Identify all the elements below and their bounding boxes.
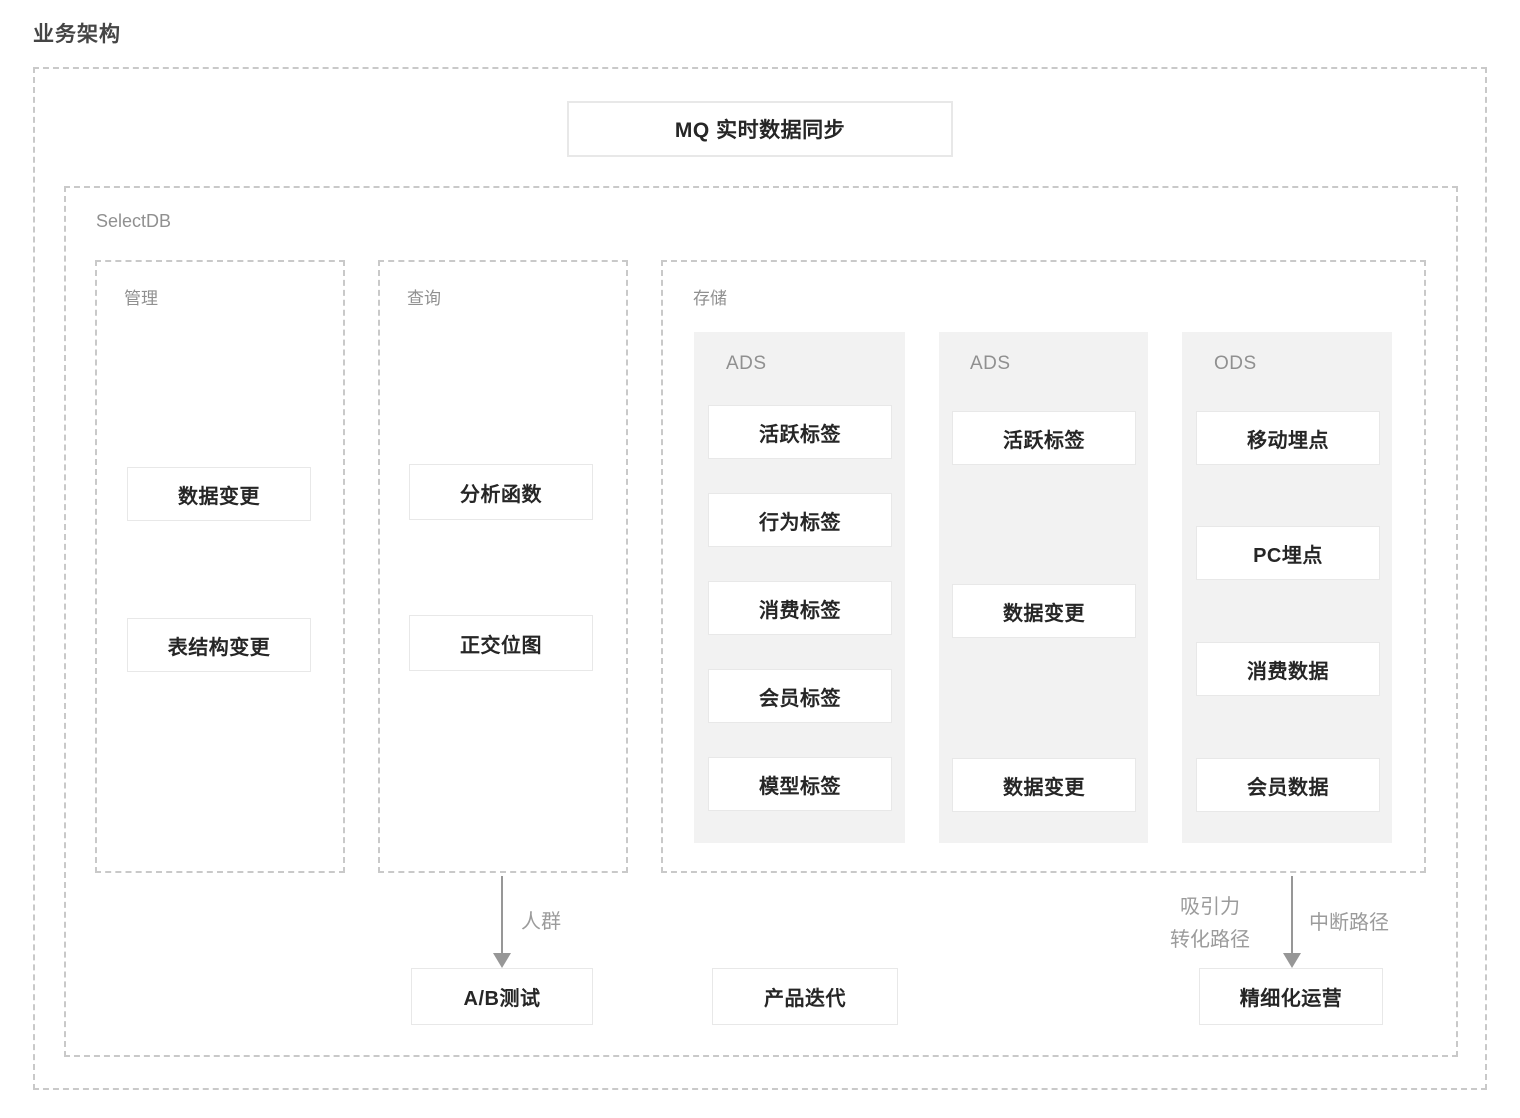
node-active-tag: 活跃标签 [708,405,892,459]
manage-label: 管理 [124,289,158,308]
mq-sync-node: MQ 实时数据同步 [567,101,953,157]
node-behavior-tag: 行为标签 [708,493,892,547]
ods-panel-label: ODS [1214,353,1257,374]
node-member-data: 会员数据 [1196,758,1380,812]
node-data-change-2: 数据变更 [952,584,1136,638]
attraction-path-label-line2: 转化路径 [1170,929,1250,951]
node-consume-tag: 消费标签 [708,581,892,635]
storage-frame [661,260,1426,873]
node-ab-test: A/B测试 [411,968,593,1025]
crowd-arrow-label: 人群 [521,911,561,933]
node-member-tag: 会员标签 [708,669,892,723]
ads-panel-1-label: ADS [726,353,767,374]
query-frame [378,260,628,873]
node-table-schema-change: 表结构变更 [127,618,311,672]
crowd-arrow-line [501,876,503,953]
node-consume-data: 消费数据 [1196,642,1380,696]
interrupt-arrow-line [1291,876,1293,953]
node-analysis-function: 分析函数 [409,464,593,520]
page-title: 业务架构 [33,23,121,46]
node-mobile-tracking: 移动埋点 [1196,411,1380,465]
node-model-tag: 模型标签 [708,757,892,811]
node-orthogonal-bitmap: 正交位图 [409,615,593,671]
business-architecture-frame [33,67,1487,1090]
node-refined-operation: 精细化运营 [1199,968,1383,1025]
storage-label: 存储 [693,289,727,308]
node-product-iteration: 产品迭代 [712,968,898,1025]
selectdb-label: SelectDB [96,211,172,231]
node-data-change: 数据变更 [127,467,311,521]
node-pc-tracking: PC埋点 [1196,526,1380,580]
crowd-arrow-head [493,953,511,968]
selectdb-frame [64,186,1458,1057]
manage-frame [95,260,345,873]
node-active-tag-2: 活跃标签 [952,411,1136,465]
attraction-path-label: 吸引力 转化路径 [1148,891,1272,957]
ads-panel-2-label: ADS [970,353,1011,374]
interrupt-arrow-head [1283,953,1301,968]
query-label: 查询 [407,289,441,308]
node-data-change-3: 数据变更 [952,758,1136,812]
interrupt-path-label: 中断路径 [1309,912,1389,934]
attraction-path-label-line1: 吸引力 [1180,896,1240,918]
